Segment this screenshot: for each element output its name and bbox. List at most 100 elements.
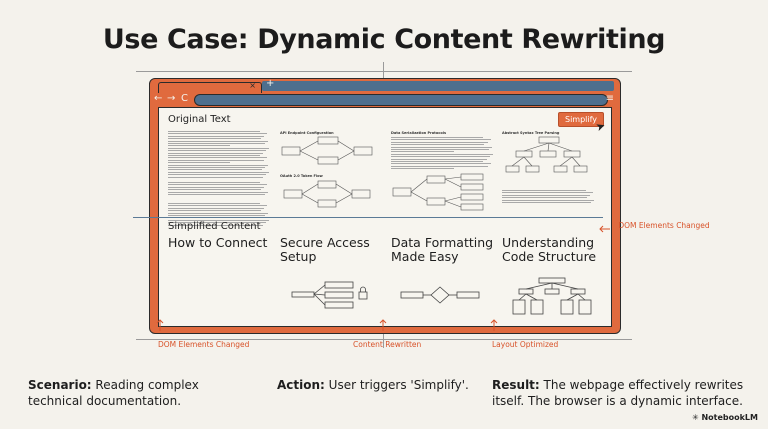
layout-optimized-label: Layout Optimized xyxy=(492,340,559,349)
text-line xyxy=(168,138,261,140)
text-line xyxy=(391,158,487,160)
text-line xyxy=(168,171,269,173)
text-line xyxy=(502,192,594,194)
browser-window: × + ← → C ≡ Original Text Simplify ➤ API… xyxy=(149,78,621,334)
guide-line xyxy=(136,71,632,72)
text-line xyxy=(168,131,260,132)
text-line xyxy=(168,215,265,216)
original-text-label: Original Text xyxy=(168,114,231,125)
text-line xyxy=(168,219,269,221)
tab-strip xyxy=(262,81,614,91)
text-line xyxy=(168,164,268,166)
serialization-diagram xyxy=(392,173,484,211)
cursor-icon: ➤ xyxy=(594,118,608,135)
result-text: Result: The webpage effectively rewrites… xyxy=(492,377,747,409)
text-line xyxy=(168,167,265,168)
oauth-flow-diagram xyxy=(283,180,371,208)
text-line xyxy=(168,135,264,137)
text-line xyxy=(168,162,231,164)
text-line xyxy=(502,199,595,201)
text-line xyxy=(168,155,260,156)
text-line xyxy=(391,168,454,170)
text-line xyxy=(168,186,264,188)
text-line xyxy=(391,161,484,162)
text-line xyxy=(502,202,592,203)
action-label: Action: xyxy=(277,378,325,392)
text-line xyxy=(502,194,591,196)
left-arrow-icon xyxy=(599,225,610,233)
text-line xyxy=(168,191,268,193)
text-line xyxy=(168,145,231,147)
text-line xyxy=(391,163,491,165)
text-line xyxy=(391,146,492,148)
content-rewritten-label: Content Rewritten xyxy=(353,340,422,349)
text-line xyxy=(391,151,454,153)
reload-icon[interactable]: C xyxy=(181,93,188,104)
text-line xyxy=(391,144,485,146)
tab-bar: × + xyxy=(150,78,620,93)
text-line xyxy=(168,152,263,154)
text-line xyxy=(391,149,489,150)
guide-line xyxy=(136,339,632,340)
simplified-title: Data Formatting Made Easy xyxy=(391,235,494,264)
text-line xyxy=(502,190,587,191)
simplified-content-label: Simplified Content xyxy=(168,221,261,232)
simplified-title: Understanding Code Structure xyxy=(502,235,597,264)
simplify-button[interactable]: Simplify xyxy=(558,112,604,127)
address-bar[interactable] xyxy=(194,94,608,106)
forward-arrow-icon[interactable]: → xyxy=(167,93,176,104)
back-arrow-icon[interactable]: ← xyxy=(154,93,163,104)
text-line xyxy=(391,141,488,143)
new-tab-icon[interactable]: + xyxy=(266,78,275,89)
text-line xyxy=(168,194,265,195)
dom-changed-label: DOM Elements Changed xyxy=(158,340,250,349)
page-content: Original Text Simplify ➤ API Endpoint Co… xyxy=(158,107,612,327)
text-line xyxy=(391,156,490,158)
text-line xyxy=(168,140,268,142)
secure-access-diagram xyxy=(291,281,368,309)
text-line xyxy=(168,212,268,214)
text-line xyxy=(168,147,269,149)
brand-logo: ✳ NotebookLM xyxy=(692,413,758,422)
action-text: Action: User triggers 'Simplify'. xyxy=(277,377,477,393)
simplified-title: Secure Access Setup xyxy=(280,235,370,264)
guide-line xyxy=(383,332,384,348)
simplified-title: How to Connect xyxy=(168,235,268,250)
text-line xyxy=(168,182,260,183)
data-formatting-diagram xyxy=(400,286,480,304)
up-arrow-icon xyxy=(379,319,387,331)
scenario-body: Reading complex technical documentation. xyxy=(28,378,199,408)
text-line xyxy=(391,139,491,141)
section-divider xyxy=(133,217,603,218)
original-column-title: API Endpoint Configuration xyxy=(280,131,334,135)
scenario-text: Scenario: Reading complex technical docu… xyxy=(28,377,256,409)
text-line xyxy=(391,153,493,155)
up-arrow-icon xyxy=(156,319,164,331)
page-title: Use Case: Dynamic Content Rewriting xyxy=(102,24,666,55)
syntax-tree-diagram xyxy=(505,136,588,173)
text-line xyxy=(168,176,263,178)
text-line xyxy=(168,174,266,176)
code-structure-diagram xyxy=(512,277,592,315)
original-column-title: Abstract Syntax Tree Parsing xyxy=(502,131,560,135)
text-line xyxy=(391,137,484,138)
text-line xyxy=(168,169,262,171)
text-line xyxy=(168,189,261,191)
text-line xyxy=(168,210,261,212)
dom-changed-callout: DOM Elements Changed xyxy=(618,221,710,230)
menu-icon[interactable]: ≡ xyxy=(605,93,614,104)
text-line xyxy=(168,222,266,224)
text-line xyxy=(502,197,588,199)
text-line xyxy=(168,184,267,186)
scenario-label: Scenario: xyxy=(28,378,92,392)
close-icon[interactable]: × xyxy=(249,81,256,90)
action-body: User triggers 'Simplify'. xyxy=(324,378,469,392)
text-line xyxy=(168,203,260,204)
original-column-title: OAuth 2.0 Token Flow xyxy=(280,174,323,178)
brand-icon: ✳ xyxy=(691,413,702,422)
text-line xyxy=(168,150,266,152)
text-line xyxy=(391,165,488,167)
result-label: Result: xyxy=(492,378,540,392)
browser-tab[interactable]: × xyxy=(158,81,262,93)
brand-name: NotebookLM xyxy=(701,413,758,422)
